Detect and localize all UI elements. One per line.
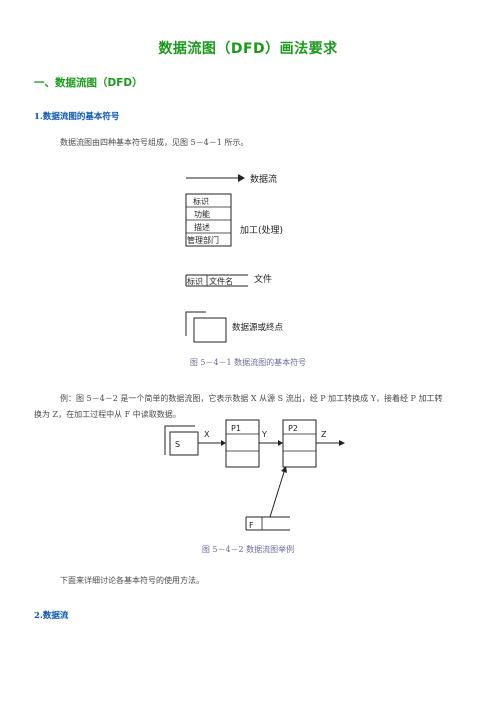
page-title: 数据流图（DFD）画法要求 [158, 41, 338, 57]
data-flow-arrowhead [238, 174, 245, 182]
example-process-p1: P1 [231, 424, 241, 433]
paragraph-example-line2: 换为 Z，在加工过程中从 F 中读取数据。 [34, 410, 181, 419]
subheading-basic-symbols: 1.数据流图的基本符号 [34, 112, 120, 122]
paragraph-intro: 数据流图由四种基本符号组成，见图 5－4－1 所示。 [60, 138, 249, 147]
process-row-function: 功能 [194, 209, 210, 219]
data-store-symbol: 标识 文件名 [185, 274, 248, 287]
process-row-dept: 管理部门 [187, 235, 219, 245]
figure-dfd-example: S X P1 Y P2 Z F [164, 419, 345, 531]
label-process: 加工(处理) [240, 224, 283, 236]
subheading-data-flow: 2.数据流 [34, 611, 69, 621]
example-process-p2: P2 [288, 424, 298, 433]
section-heading-dfd: 一、数据流图（DFD） [34, 77, 143, 89]
example-file-f: F [249, 521, 254, 530]
example-flow-y: Y [261, 430, 267, 439]
paragraph-example-line1: 例：图 5－4－2 是一个简单的数据流图，它表示数据 X 从源 S 流出，经 P… [60, 394, 443, 403]
process-row-desc: 描述 [194, 222, 210, 232]
store-name: 文件名 [209, 276, 233, 286]
example-flow-x: X [204, 430, 210, 439]
process-symbol: 标识 功能 描述 管理部门 [185, 193, 232, 247]
example-flow-z: Z [321, 430, 327, 439]
paragraph-discussion: 下面来详细讨论各基本符号的使用方法。 [60, 576, 204, 585]
label-data-flow: 数据流 [250, 173, 277, 185]
label-file: 文件 [254, 273, 272, 285]
example-source-s: S [175, 440, 180, 449]
store-id: 标识 [187, 276, 203, 286]
process-row-id: 标识 [193, 196, 209, 206]
label-source-sink: 数据源或终点 [232, 322, 284, 333]
figure-caption-5-4-1: 图 5－4－1 数据流图的基本符号 [189, 358, 307, 367]
source-sink-symbol [185, 311, 227, 343]
figure-caption-5-4-2: 图 5－4－2 数据流图举例 [201, 545, 295, 554]
